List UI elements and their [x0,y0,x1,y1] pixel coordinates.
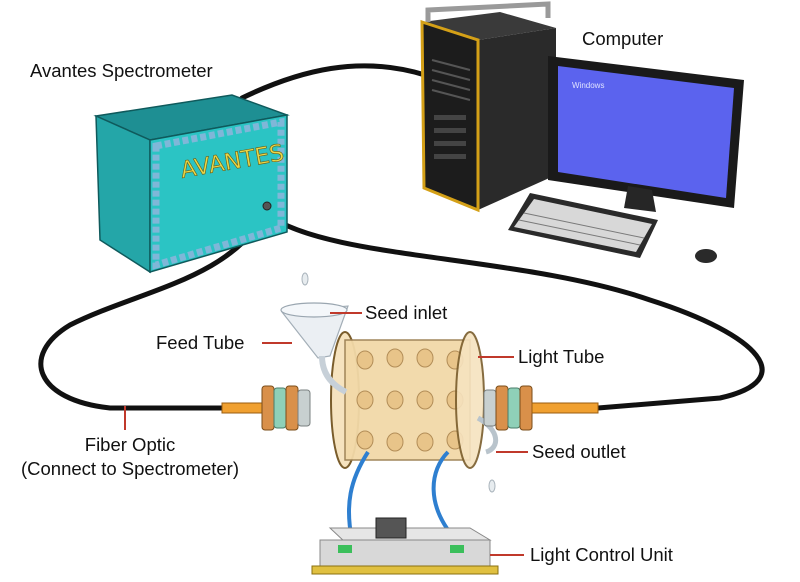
chamber-flange-right [455,331,485,469]
label-fiber-optic-note: (Connect to Spectrometer) [21,458,239,479]
label-light-tube: Light Tube [518,346,605,367]
fiber-cable-left [38,207,271,411]
monitor-screen-text: Windows [572,81,604,90]
control-unit-rail [311,565,499,575]
usb-cable [239,63,428,101]
tower-top [422,12,556,40]
tower-side [478,28,556,210]
tower-drive-bays [434,115,466,159]
seed-falling [301,272,309,286]
label-fiber-optic: Fiber Optic [84,434,176,455]
monitor-stand [624,186,656,212]
tower-handle [425,1,551,22]
control-unit-switch [375,517,407,539]
seeds [301,272,496,493]
label-seed-inlet: Seed inlet [365,302,448,323]
light-control-unit [311,517,499,575]
tower-vents [431,59,471,101]
label-seed-outlet: Seed outlet [532,441,626,462]
leader-lines [124,312,528,556]
feed-tube-pipe [319,355,348,395]
label-spectrometer: Avantes Spectrometer [30,60,213,81]
seed-exiting [488,479,496,493]
light-chamber [330,331,498,469]
fiber-port [262,201,272,211]
spectrometer: AVANTES [93,94,290,274]
seed-outlet-chute [476,415,498,455]
fiber-connector-right [483,385,599,431]
keyboard [508,193,658,258]
label-light-control-unit: Light Control Unit [530,544,673,565]
control-unit-terminal-right [450,545,464,553]
spectrometer-bezel [152,117,285,270]
monitor-screen [558,66,734,198]
fiber-connector-left [221,385,311,431]
funnel-rim [280,302,348,318]
spectrometer-side [95,114,151,274]
computer-mouse [695,249,717,263]
fiber-cable-right [265,212,765,411]
label-computer: Computer [582,28,664,49]
computer-tower [420,1,556,213]
computer-monitor: Windows [548,56,744,212]
label-feed-tube: Feed Tube [156,332,245,353]
control-unit-terminal-left [338,545,352,553]
cables [38,63,765,411]
